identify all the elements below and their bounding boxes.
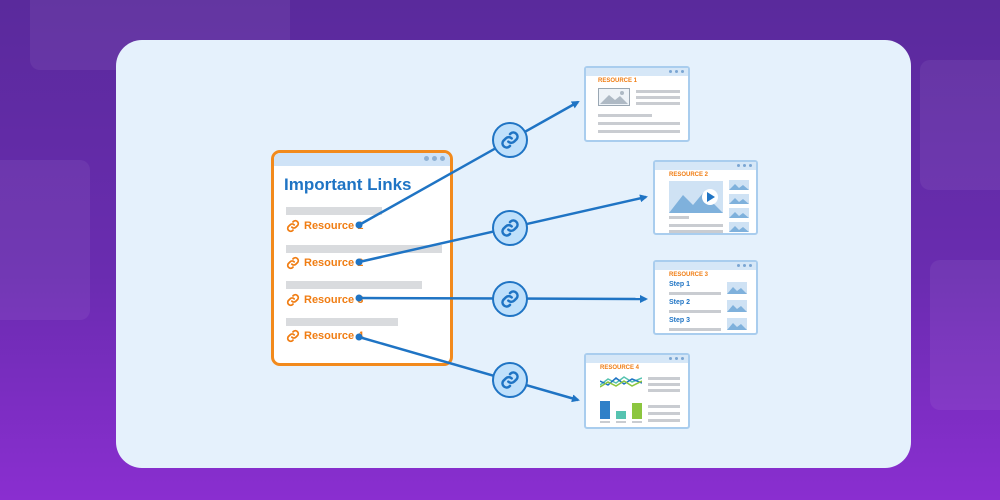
resource-3-link[interactable]: Resource 3 — [286, 293, 363, 307]
connector-dot — [355, 294, 363, 302]
placeholder-text-line — [648, 389, 680, 392]
window-title-bar — [586, 68, 688, 76]
placeholder-text-line — [648, 383, 680, 386]
link-icon — [286, 256, 300, 270]
window-title-bar — [586, 355, 688, 363]
chain-link-icon — [501, 290, 519, 308]
resource-link-label: Resource 2 — [304, 257, 364, 269]
placeholder-text-line — [648, 412, 680, 415]
resource-2-preview[interactable]: RESOURCE 2 — [653, 160, 758, 235]
placeholder-text-line — [286, 318, 398, 326]
window-title-bar — [655, 262, 756, 270]
resource-1-link[interactable]: Resource 1 — [286, 219, 363, 233]
video-player-icon — [669, 181, 723, 213]
chain-link-icon — [501, 371, 519, 389]
window-controls — [424, 156, 445, 161]
connector-dot — [355, 258, 363, 266]
resource-2-link[interactable]: Resource 2 — [286, 256, 363, 270]
link-icon — [286, 219, 300, 233]
step-1-label: Step 1 — [669, 281, 691, 288]
chain-link-badge-1 — [492, 122, 528, 158]
placeholder-text-line — [648, 405, 680, 408]
connector-arrow-1 — [358, 100, 580, 227]
important-links-window: Important Links Resource 1 Resource 2 Re… — [271, 150, 453, 366]
resource-link-label: Resource 3 — [304, 294, 364, 306]
chain-link-icon — [501, 219, 519, 237]
resource-3-preview[interactable]: RESOURCE 3 Step 1 Step 2 Step 3 — [653, 260, 758, 335]
placeholder-text-line — [286, 281, 422, 289]
resource-link-label: Resource 4 — [304, 330, 364, 342]
connector-dot — [355, 221, 363, 229]
placeholder-text-line — [286, 245, 442, 253]
thumbnail-list-icon — [729, 180, 749, 232]
background-panel — [930, 260, 1000, 410]
window-title-bar — [655, 162, 756, 170]
placeholder-text-line — [636, 102, 680, 105]
step-2-label: Step 2 — [669, 299, 691, 306]
resource-title: RESOURCE 2 — [669, 172, 709, 178]
resource-link-label: Resource 1 — [304, 220, 364, 232]
placeholder-text-line — [636, 96, 680, 99]
bar-graph-icon — [600, 401, 642, 423]
placeholder-text-line — [598, 122, 680, 125]
chain-link-badge-4 — [492, 362, 528, 398]
step-image-icon — [727, 282, 747, 330]
placeholder-text-line — [669, 328, 721, 331]
placeholder-text-line — [286, 207, 382, 215]
chain-link-icon — [501, 131, 519, 149]
link-icon — [286, 293, 300, 307]
placeholder-text-line — [648, 377, 680, 380]
resource-4-preview[interactable]: RESOURCE 4 — [584, 353, 690, 429]
placeholder-text-line — [669, 292, 721, 295]
image-placeholder-icon — [598, 88, 630, 106]
background-panel — [0, 160, 90, 320]
background-panel — [920, 60, 1000, 190]
page-title: Important Links — [284, 175, 412, 194]
step-3-label: Step 3 — [669, 317, 691, 324]
placeholder-text-line — [598, 114, 652, 117]
resource-4-link[interactable]: Resource 4 — [286, 329, 363, 343]
placeholder-text-line — [669, 224, 723, 227]
resource-title: RESOURCE 3 — [669, 272, 709, 278]
resource-title: RESOURCE 1 — [598, 78, 638, 84]
placeholder-text-line — [669, 310, 721, 313]
connector-arrow-4 — [358, 335, 580, 403]
line-graph-icon — [600, 376, 642, 388]
placeholder-text-line — [648, 419, 680, 422]
link-icon — [286, 329, 300, 343]
resource-title: RESOURCE 4 — [600, 365, 640, 371]
connector-dot — [355, 333, 363, 341]
resource-1-preview[interactable]: RESOURCE 1 — [584, 66, 690, 142]
placeholder-text-line — [636, 90, 680, 93]
placeholder-text-line — [669, 230, 723, 233]
placeholder-text-line — [598, 130, 680, 133]
window-title-bar — [274, 153, 450, 166]
placeholder-text-line — [669, 216, 689, 219]
chain-link-badge-2 — [492, 210, 528, 246]
chain-link-badge-3 — [492, 281, 528, 317]
